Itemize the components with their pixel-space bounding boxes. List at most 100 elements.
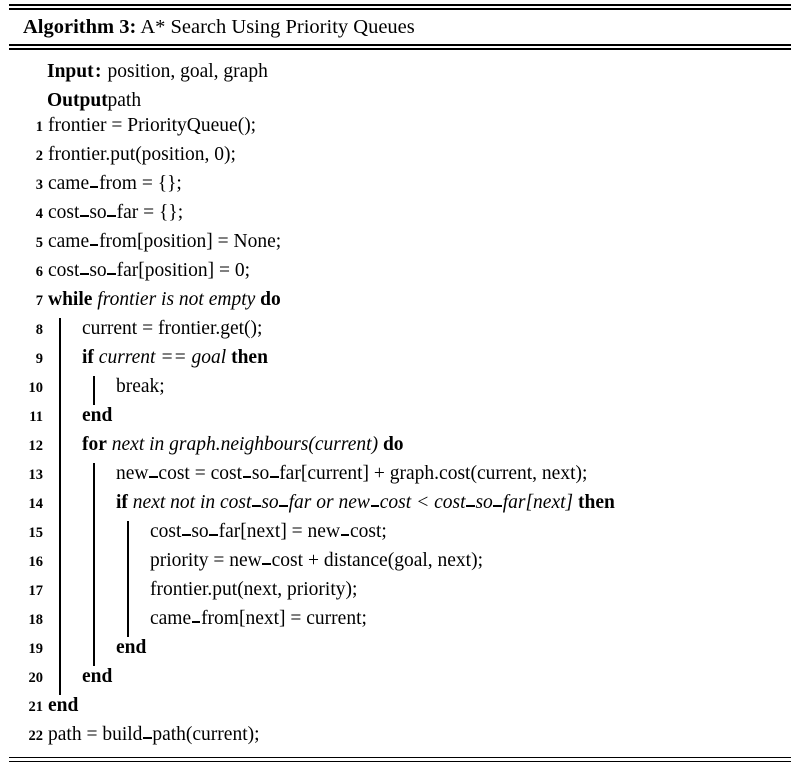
underscore-glyph (89, 185, 99, 188)
underscore-glyph (143, 736, 152, 739)
io-colon-output: : (95, 89, 102, 111)
io-label-output: Output (47, 89, 108, 111)
io-colon-input: : (95, 60, 102, 82)
underscore-glyph (80, 272, 89, 275)
underscore-glyph (89, 243, 99, 246)
line-number: 10 (28, 379, 44, 396)
indent-guide (93, 636, 95, 666)
line-number: 20 (28, 669, 44, 686)
line-code: frontier = PriorityQueue(); (48, 114, 257, 136)
io-value-input: position, goal, graph (107, 60, 268, 82)
indent-guide (59, 549, 61, 579)
algorithm-line: 8 current = frontier.get(); (9, 317, 791, 347)
line-number: 22 (28, 727, 44, 744)
line-code: end (116, 636, 147, 658)
algorithm-caption: Algorithm 3: A* Search Using Priority Qu… (9, 10, 791, 45)
bottom-rule (9, 756, 791, 759)
line-code: if current == goal then (82, 346, 268, 368)
algorithm-line: 7 while frontier is not empty do (9, 289, 791, 318)
line-number: 18 (28, 611, 44, 628)
indent-guide (93, 578, 95, 608)
indent-guide (59, 317, 61, 347)
io-block: Input : position, goal, graph Output : p… (9, 50, 791, 115)
line-number: 14 (28, 495, 44, 512)
line-number: 8 (35, 321, 43, 338)
underscore-glyph (269, 475, 279, 478)
indent-guide (59, 375, 61, 405)
indent-guide (127, 520, 129, 550)
indent-guide (93, 520, 95, 550)
line-number: 15 (28, 524, 44, 541)
line-number: 19 (28, 640, 44, 657)
indent-guide (59, 607, 61, 637)
indent-guide (59, 404, 61, 434)
line-code: end (82, 404, 113, 426)
io-row-output: Output : path (9, 86, 791, 115)
line-number: 5 (35, 234, 43, 251)
caption-rule (9, 44, 791, 46)
indent-guide (59, 346, 61, 376)
line-number: 21 (28, 698, 44, 715)
underscore-glyph (466, 504, 475, 507)
underscore-glyph (252, 504, 261, 507)
indent-guide (59, 520, 61, 550)
indent-guide (59, 462, 61, 492)
underscore-glyph (340, 533, 350, 536)
io-row-input: Input : position, goal, graph (9, 57, 791, 86)
top-rule-second (9, 7, 791, 10)
line-code: while frontier is not empty do (48, 288, 281, 310)
algorithm-block: Algorithm 3: A* Search Using Priority Qu… (9, 0, 791, 762)
indent-guide (59, 636, 61, 666)
line-number: 12 (28, 437, 44, 454)
underscore-glyph (279, 504, 288, 507)
indent-guide (93, 375, 95, 405)
indent-guide (127, 578, 129, 608)
indent-guide (59, 491, 61, 521)
underscore-glyph (191, 620, 201, 623)
indent-guide (127, 549, 129, 579)
line-number: 9 (35, 350, 43, 367)
indent-guide (93, 549, 95, 579)
line-code: for next in graph.neighbours(current) do (82, 433, 404, 455)
caption-rule-second (9, 48, 791, 50)
indent-guide (93, 607, 95, 637)
line-number: 11 (29, 408, 43, 425)
indent-guide (93, 462, 95, 492)
line-number: 17 (28, 582, 44, 599)
indent-guide (59, 433, 61, 463)
indent-guide (59, 665, 61, 695)
underscore-glyph (209, 533, 218, 536)
algorithm-line: 20 end (9, 665, 791, 695)
algorithm-line: 9 if current == goal then (9, 346, 791, 376)
line-number: 7 (35, 292, 43, 309)
algorithm-line: 11 end (9, 404, 791, 434)
line-code: end (82, 665, 113, 687)
io-label-input: Input (47, 60, 94, 82)
line-number: 16 (28, 553, 44, 570)
caption-keyword: Algorithm 3: (23, 15, 137, 38)
indent-guide (93, 491, 95, 521)
line-code: current = frontier.get(); (82, 317, 263, 339)
algorithm-line: 10 break; (9, 375, 791, 405)
line-code: break; (116, 375, 165, 397)
underscore-glyph (182, 533, 191, 536)
underscore-glyph (107, 272, 116, 275)
line-code: end (48, 694, 79, 716)
underscore-glyph (370, 504, 380, 507)
underscore-glyph (262, 562, 271, 565)
